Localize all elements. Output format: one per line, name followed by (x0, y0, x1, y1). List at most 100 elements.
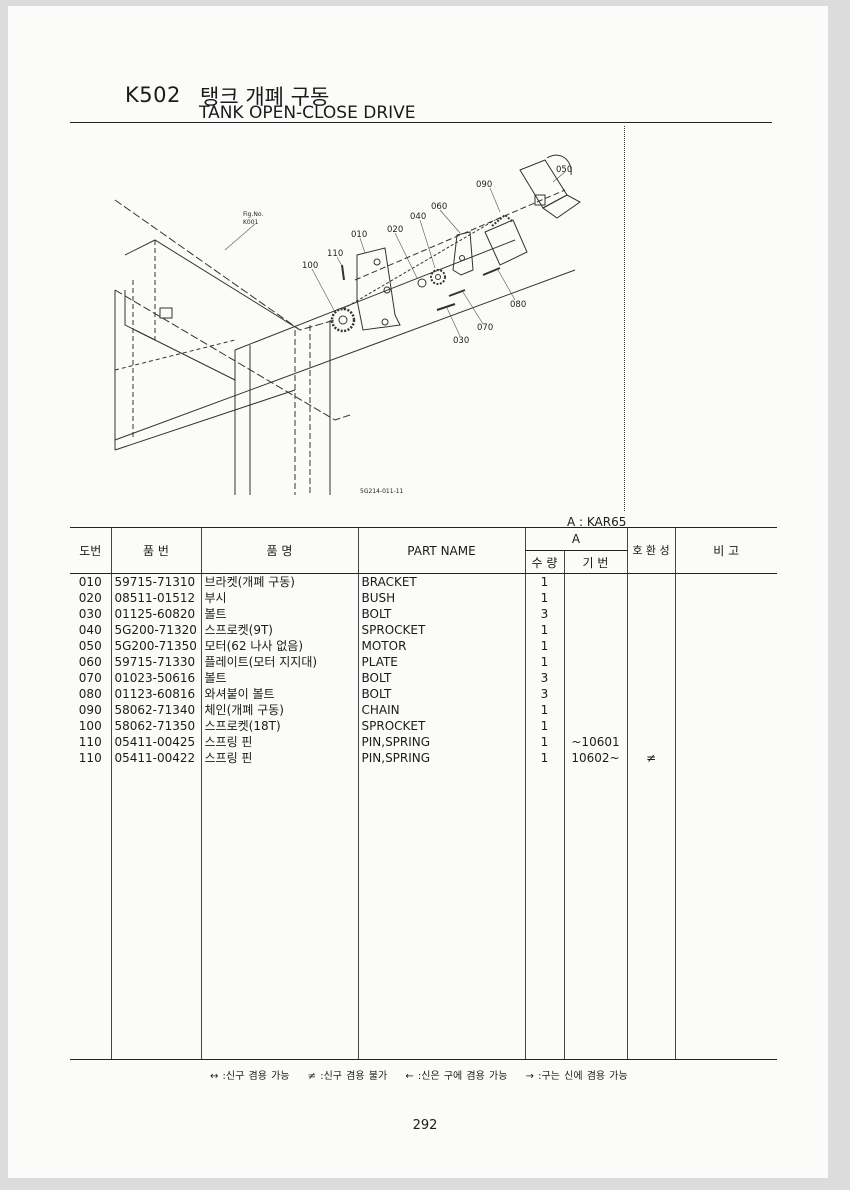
cell-serial: 10602~ (563, 750, 627, 766)
cell-no: 110 (78, 735, 102, 749)
table-filler-row (70, 766, 777, 1060)
cell-compat (626, 686, 675, 702)
cell-part-no: 05411-00425 (110, 734, 201, 750)
cell-name-korean: 스프로켓(9T) (200, 622, 358, 638)
cell-part-name: PIN,SPRING (357, 734, 525, 750)
table-row: 100 58062-71350 스프로켓(18T) SPROCKET 1 (70, 718, 777, 734)
cell-part-no: 5G200-71350 (110, 638, 201, 654)
compatibility-legend: ↔ :신구 겸용 가능 ≠ :신구 겸용 불가 ← :신은 구에 겸용 가능 →… (210, 1067, 642, 1082)
cell-part-name: SPROCKET (357, 622, 525, 638)
callout-110: 110 (327, 249, 343, 259)
legend-not-compatible: ≠ :신구 겸용 불가 (307, 1071, 388, 1082)
cell-compat (626, 734, 675, 750)
cell-qty: 1 (524, 638, 564, 654)
cell-compat (626, 718, 675, 734)
table-row: 110 05411-00425 스프링 핀 PIN,SPRING 1 ~1060… (70, 734, 777, 750)
cell-remark (674, 622, 777, 638)
cell-serial (563, 654, 627, 670)
cell-serial (563, 622, 627, 638)
cell-no: 110 (78, 751, 102, 765)
drawing-number: 5G214-011-11 (360, 488, 404, 495)
cell-compat (626, 590, 675, 606)
cell-remark (674, 702, 777, 718)
callout-020: 020 (387, 225, 403, 235)
cell-remark (674, 654, 777, 670)
cell-name-korean: 모터(62 나사 없음) (200, 638, 358, 654)
cell-no: 100 (78, 719, 102, 733)
cell-part-name: MOTOR (357, 638, 525, 654)
cell-qty: 1 (524, 734, 564, 750)
cell-remark (674, 750, 777, 766)
cell-qty: 3 (524, 606, 564, 622)
cell-qty: 1 (524, 590, 564, 606)
cell-part-no: 01125-60820 (110, 606, 201, 622)
cell-no: 030 (78, 607, 102, 621)
header-compat: 호 환 성 (626, 527, 675, 574)
cell-name-korean: 스프링 핀 (200, 750, 358, 766)
cell-no: 050 (78, 639, 102, 653)
cell-serial: ~10601 (563, 734, 627, 750)
cell-name-korean: 브라켓(개폐 구동) (200, 573, 358, 590)
cell-part-name: BRACKET (357, 573, 525, 590)
cell-compat (626, 573, 675, 590)
cell-serial (563, 606, 627, 622)
cell-compat (626, 606, 675, 622)
cell-remark (674, 670, 777, 686)
cell-part-name: BUSH (357, 590, 525, 606)
cell-part-name: CHAIN (357, 702, 525, 718)
fig-ref-label: Fig.No. (243, 211, 263, 218)
cell-serial (563, 686, 627, 702)
callout-010: 010 (351, 230, 367, 240)
cell-qty: 3 (524, 670, 564, 686)
cell-remark (674, 734, 777, 750)
cell-part-no: 08511-01512 (110, 590, 201, 606)
table-row: 020 08511-01512 부시 BUSH 1 (70, 590, 777, 606)
cell-compat (626, 670, 675, 686)
cell-part-no: 59715-71330 (110, 654, 201, 670)
cell-name-korean: 볼트 (200, 670, 358, 686)
cell-serial (563, 590, 627, 606)
cell-name-korean: 체인(개폐 구동) (200, 702, 358, 718)
section-code: K502 (125, 83, 181, 107)
cell-compat (626, 654, 675, 670)
callout-060: 060 (431, 202, 447, 212)
cell-part-no: 05411-00422 (110, 750, 201, 766)
callout-040: 040 (410, 212, 426, 222)
page-number: 292 (412, 1118, 438, 1133)
callout-030: 030 (453, 336, 469, 346)
cell-name-korean: 스프로켓(18T) (200, 718, 358, 734)
cell-part-no: 59715-71310 (110, 573, 201, 590)
cell-compat: ≠ (626, 750, 675, 766)
exploded-parts-diagram: Fig.No. K001 050 090 060 040 020 010 110… (114, 154, 581, 495)
cell-no: 090 (78, 703, 102, 717)
table-row: 090 58062-71340 체인(개폐 구동) CHAIN 1 (70, 702, 777, 718)
legend-old-fits-new: → :구는 신에 겸용 가능 (525, 1071, 628, 1082)
cell-part-name: SPROCKET (357, 718, 525, 734)
cell-qty: 1 (524, 702, 564, 718)
model-note: A : KAR65 (567, 515, 627, 529)
header-part-no: 품 번 (110, 527, 201, 574)
section-title-english: TANK OPEN-CLOSE DRIVE (199, 103, 416, 123)
cell-part-no: 58062-71350 (110, 718, 201, 734)
cell-compat (626, 622, 675, 638)
cell-part-no: 01023-50616 (110, 670, 201, 686)
table-row: 030 01125-60820 볼트 BOLT 3 (70, 606, 777, 622)
cell-part-name: PIN,SPRING (357, 750, 525, 766)
callout-100: 100 (302, 261, 318, 271)
cell-remark (674, 590, 777, 606)
cell-compat (626, 702, 675, 718)
cell-remark (674, 606, 777, 622)
cell-serial (563, 702, 627, 718)
cell-part-name: BOLT (357, 686, 525, 702)
legend-new-fits-old: ← :신은 구에 겸용 가능 (405, 1071, 508, 1082)
cell-qty: 1 (524, 718, 564, 734)
cell-compat (626, 638, 675, 654)
cell-no: 060 (78, 655, 102, 669)
table-row: 110 05411-00422 스프링 핀 PIN,SPRING 1 10602… (70, 750, 777, 766)
cell-serial (563, 573, 627, 590)
header-remark: 비 고 (674, 527, 777, 574)
cell-name-korean: 와셔붙이 볼트 (200, 686, 358, 702)
callout-080: 080 (510, 300, 526, 310)
cell-no: 020 (78, 591, 102, 605)
cell-name-korean: 부시 (200, 590, 358, 606)
